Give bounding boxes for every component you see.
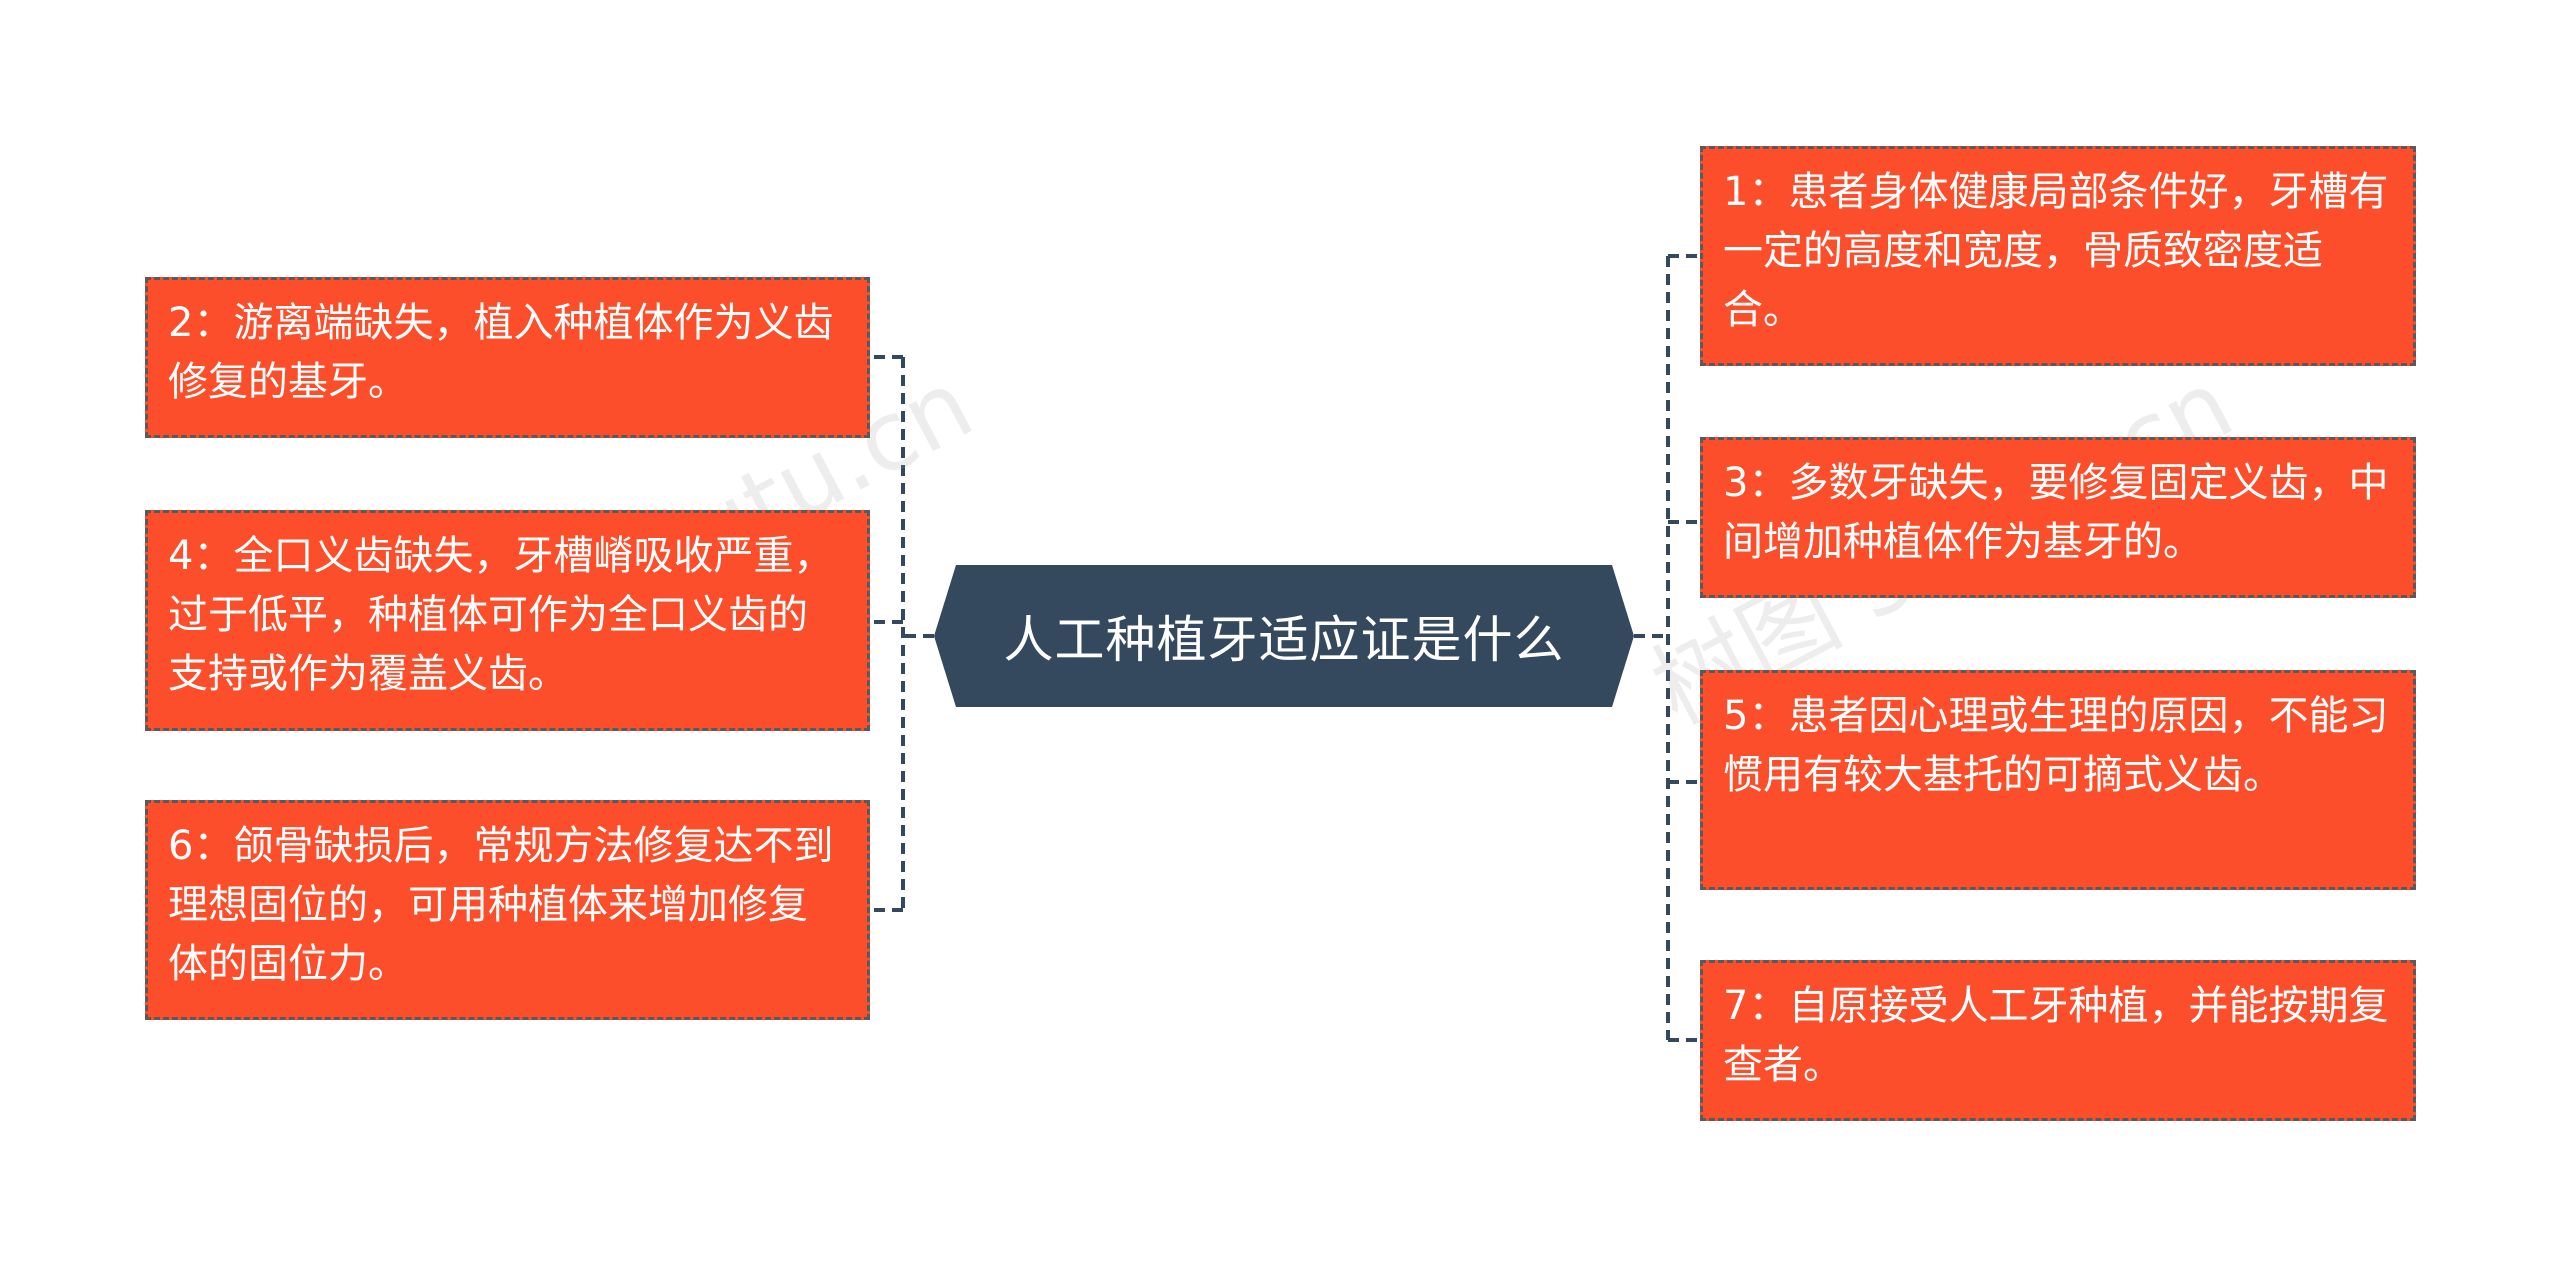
topic-node-1-text: 1：患者身体健康局部条件好，牙槽有一定的高度和宽度，骨质致密度适合。	[1723, 169, 2389, 333]
topic-node-7[interactable]: 7：自原接受人工牙种植，并能按期复查者。	[1700, 960, 2416, 1121]
topic-node-6-text: 6：颌骨缺损后，常规方法修复达不到理想固位的，可用种植体来增加修复体的固位力。	[168, 823, 834, 987]
topic-node-7-text: 7：自原接受人工牙种植，并能按期复查者。	[1723, 983, 2389, 1088]
topic-node-4[interactable]: 4：全口义齿缺失，牙槽嵴吸收严重，过于低平，种植体可作为全口义齿的支持或作为覆盖…	[145, 510, 870, 731]
topic-node-4-text: 4：全口义齿缺失，牙槽嵴吸收严重，过于低平，种植体可作为全口义齿的支持或作为覆盖…	[168, 533, 834, 697]
topic-node-1[interactable]: 1：患者身体健康局部条件好，牙槽有一定的高度和宽度，骨质致密度适合。	[1700, 146, 2416, 366]
topic-node-5[interactable]: 5：患者因心理或生理的原因，不能习惯用有较大基托的可摘式义齿。	[1700, 670, 2416, 890]
topic-node-6[interactable]: 6：颌骨缺损后，常规方法修复达不到理想固位的，可用种植体来增加修复体的固位力。	[145, 800, 870, 1020]
topic-node-5-text: 5：患者因心理或生理的原因，不能习惯用有较大基托的可摘式义齿。	[1723, 693, 2389, 798]
topic-node-2[interactable]: 2：游离端缺失，植入种植体作为义齿修复的基牙。	[145, 277, 870, 438]
topic-node-2-text: 2：游离端缺失，植入种植体作为义齿修复的基牙。	[168, 300, 834, 405]
topic-node-3-text: 3：多数牙缺失，要修复固定义齿，中间增加种植体作为基牙的。	[1723, 460, 2389, 565]
topic-node-3[interactable]: 3：多数牙缺失，要修复固定义齿，中间增加种植体作为基牙的。	[1700, 437, 2416, 598]
central-topic-node[interactable]: 人工种植牙适应证是什么	[934, 565, 1634, 707]
central-topic-label: 人工种植牙适应证是什么	[1003, 611, 1565, 669]
